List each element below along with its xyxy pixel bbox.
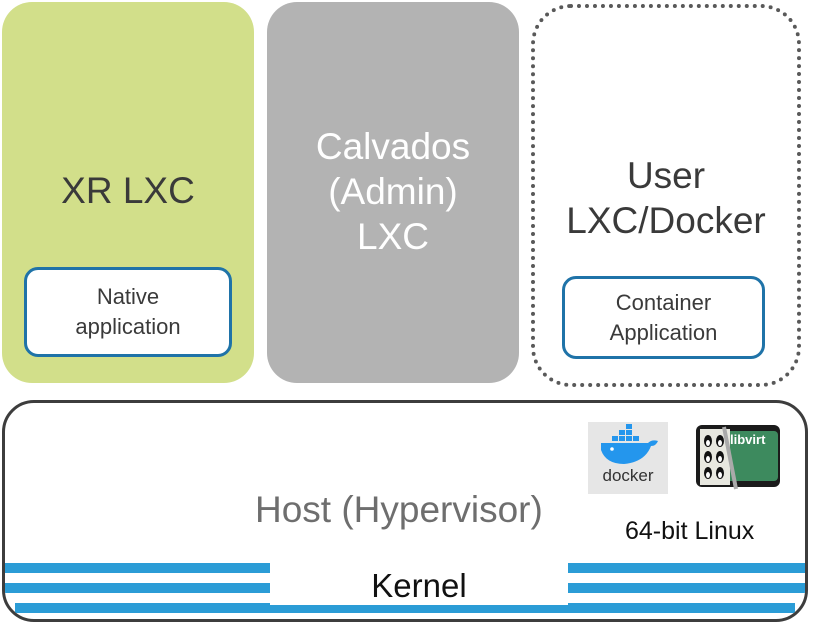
kernel-label: Kernel: [270, 561, 568, 605]
libvirt-logo: libvirt: [696, 423, 782, 491]
docker-logo-text: docker: [602, 466, 654, 485]
linux-64bit-label: 64-bit Linux: [625, 517, 755, 545]
xr-lxc-title: XR LXC: [61, 170, 195, 211]
docker-logo: docker: [588, 422, 668, 494]
calvados-title: Calvados (Admin) LXC: [315, 126, 471, 257]
xr-lxc-block: XR LXC Native application: [2, 2, 254, 383]
libvirt-penguins-icon: [696, 425, 780, 490]
native-application-box: Native application: [24, 267, 232, 357]
host-hypervisor-block: docker libvirt Host (Hypervisor) 64-bit …: [2, 400, 808, 622]
docker-whale-icon: [601, 424, 658, 464]
user-lxc-title: User LXC/Docker: [566, 155, 766, 241]
kernel-stripe: [15, 603, 795, 613]
host-hypervisor-label: Host (Hypervisor): [255, 489, 543, 530]
calvados-admin-lxc-block: Calvados (Admin) LXC: [267, 2, 519, 383]
libvirt-logo-text: libvirt: [730, 432, 766, 447]
user-lxc-docker-block: User LXC/Docker Container Application: [531, 4, 801, 387]
container-application-box: Container Application: [562, 276, 765, 359]
